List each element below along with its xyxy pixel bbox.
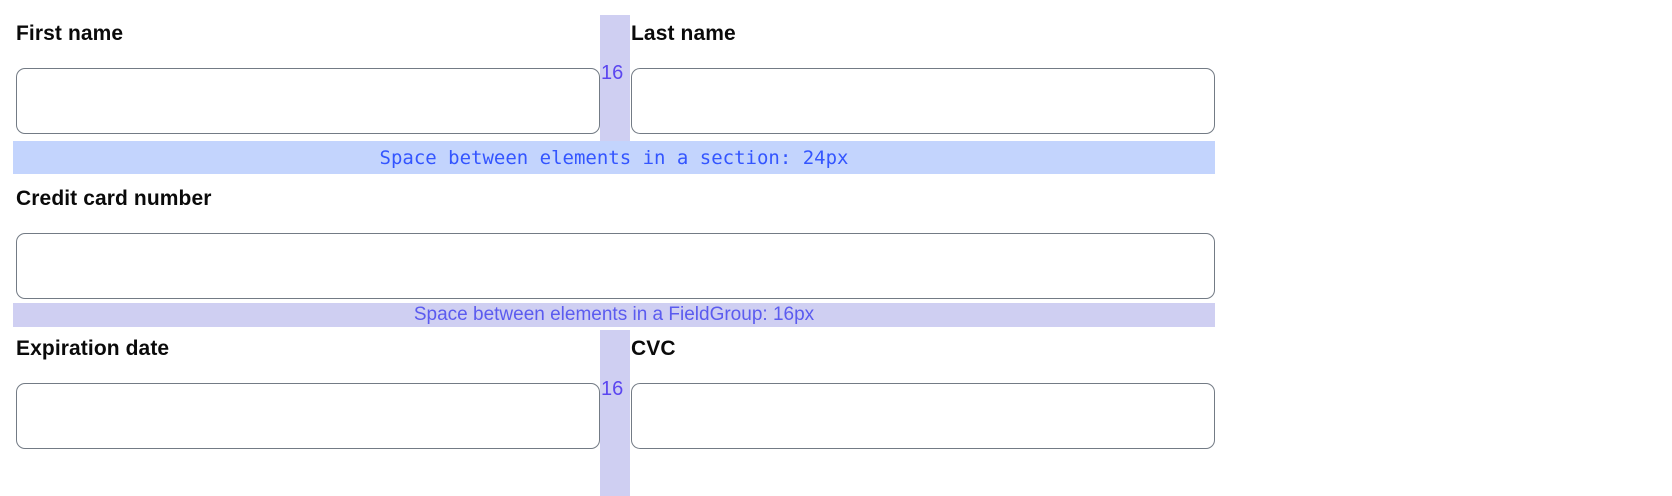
input-last-name[interactable] (631, 68, 1215, 134)
label-cvc: CVC (631, 337, 676, 360)
input-credit-card-number[interactable] (16, 233, 1215, 299)
column-gap-label-row1: 16 (601, 62, 624, 84)
label-first-name: First name (16, 22, 124, 45)
input-first-name[interactable] (16, 68, 600, 134)
label-last-name: Last name (631, 22, 736, 45)
column-gap-label-row3: 16 (601, 378, 624, 400)
label-credit-card-number: Credit card number (16, 187, 212, 210)
annotation-text-fieldgroup-gap: Space between elements in a FieldGroup: … (413, 304, 815, 325)
annotation-band-fieldgroup-gap: Space between elements in a FieldGroup: … (13, 303, 1215, 327)
annotation-band-section-gap: Space between elements in a section: 24p… (13, 141, 1215, 174)
label-expiration-date: Expiration date (16, 337, 170, 360)
column-gap-band-row1 (600, 15, 630, 141)
annotation-text-section-gap: Space between elements in a section: 24p… (379, 146, 849, 169)
input-expiration-date[interactable] (16, 383, 600, 449)
input-cvc[interactable] (631, 383, 1215, 449)
column-gap-band-row3 (600, 330, 630, 496)
